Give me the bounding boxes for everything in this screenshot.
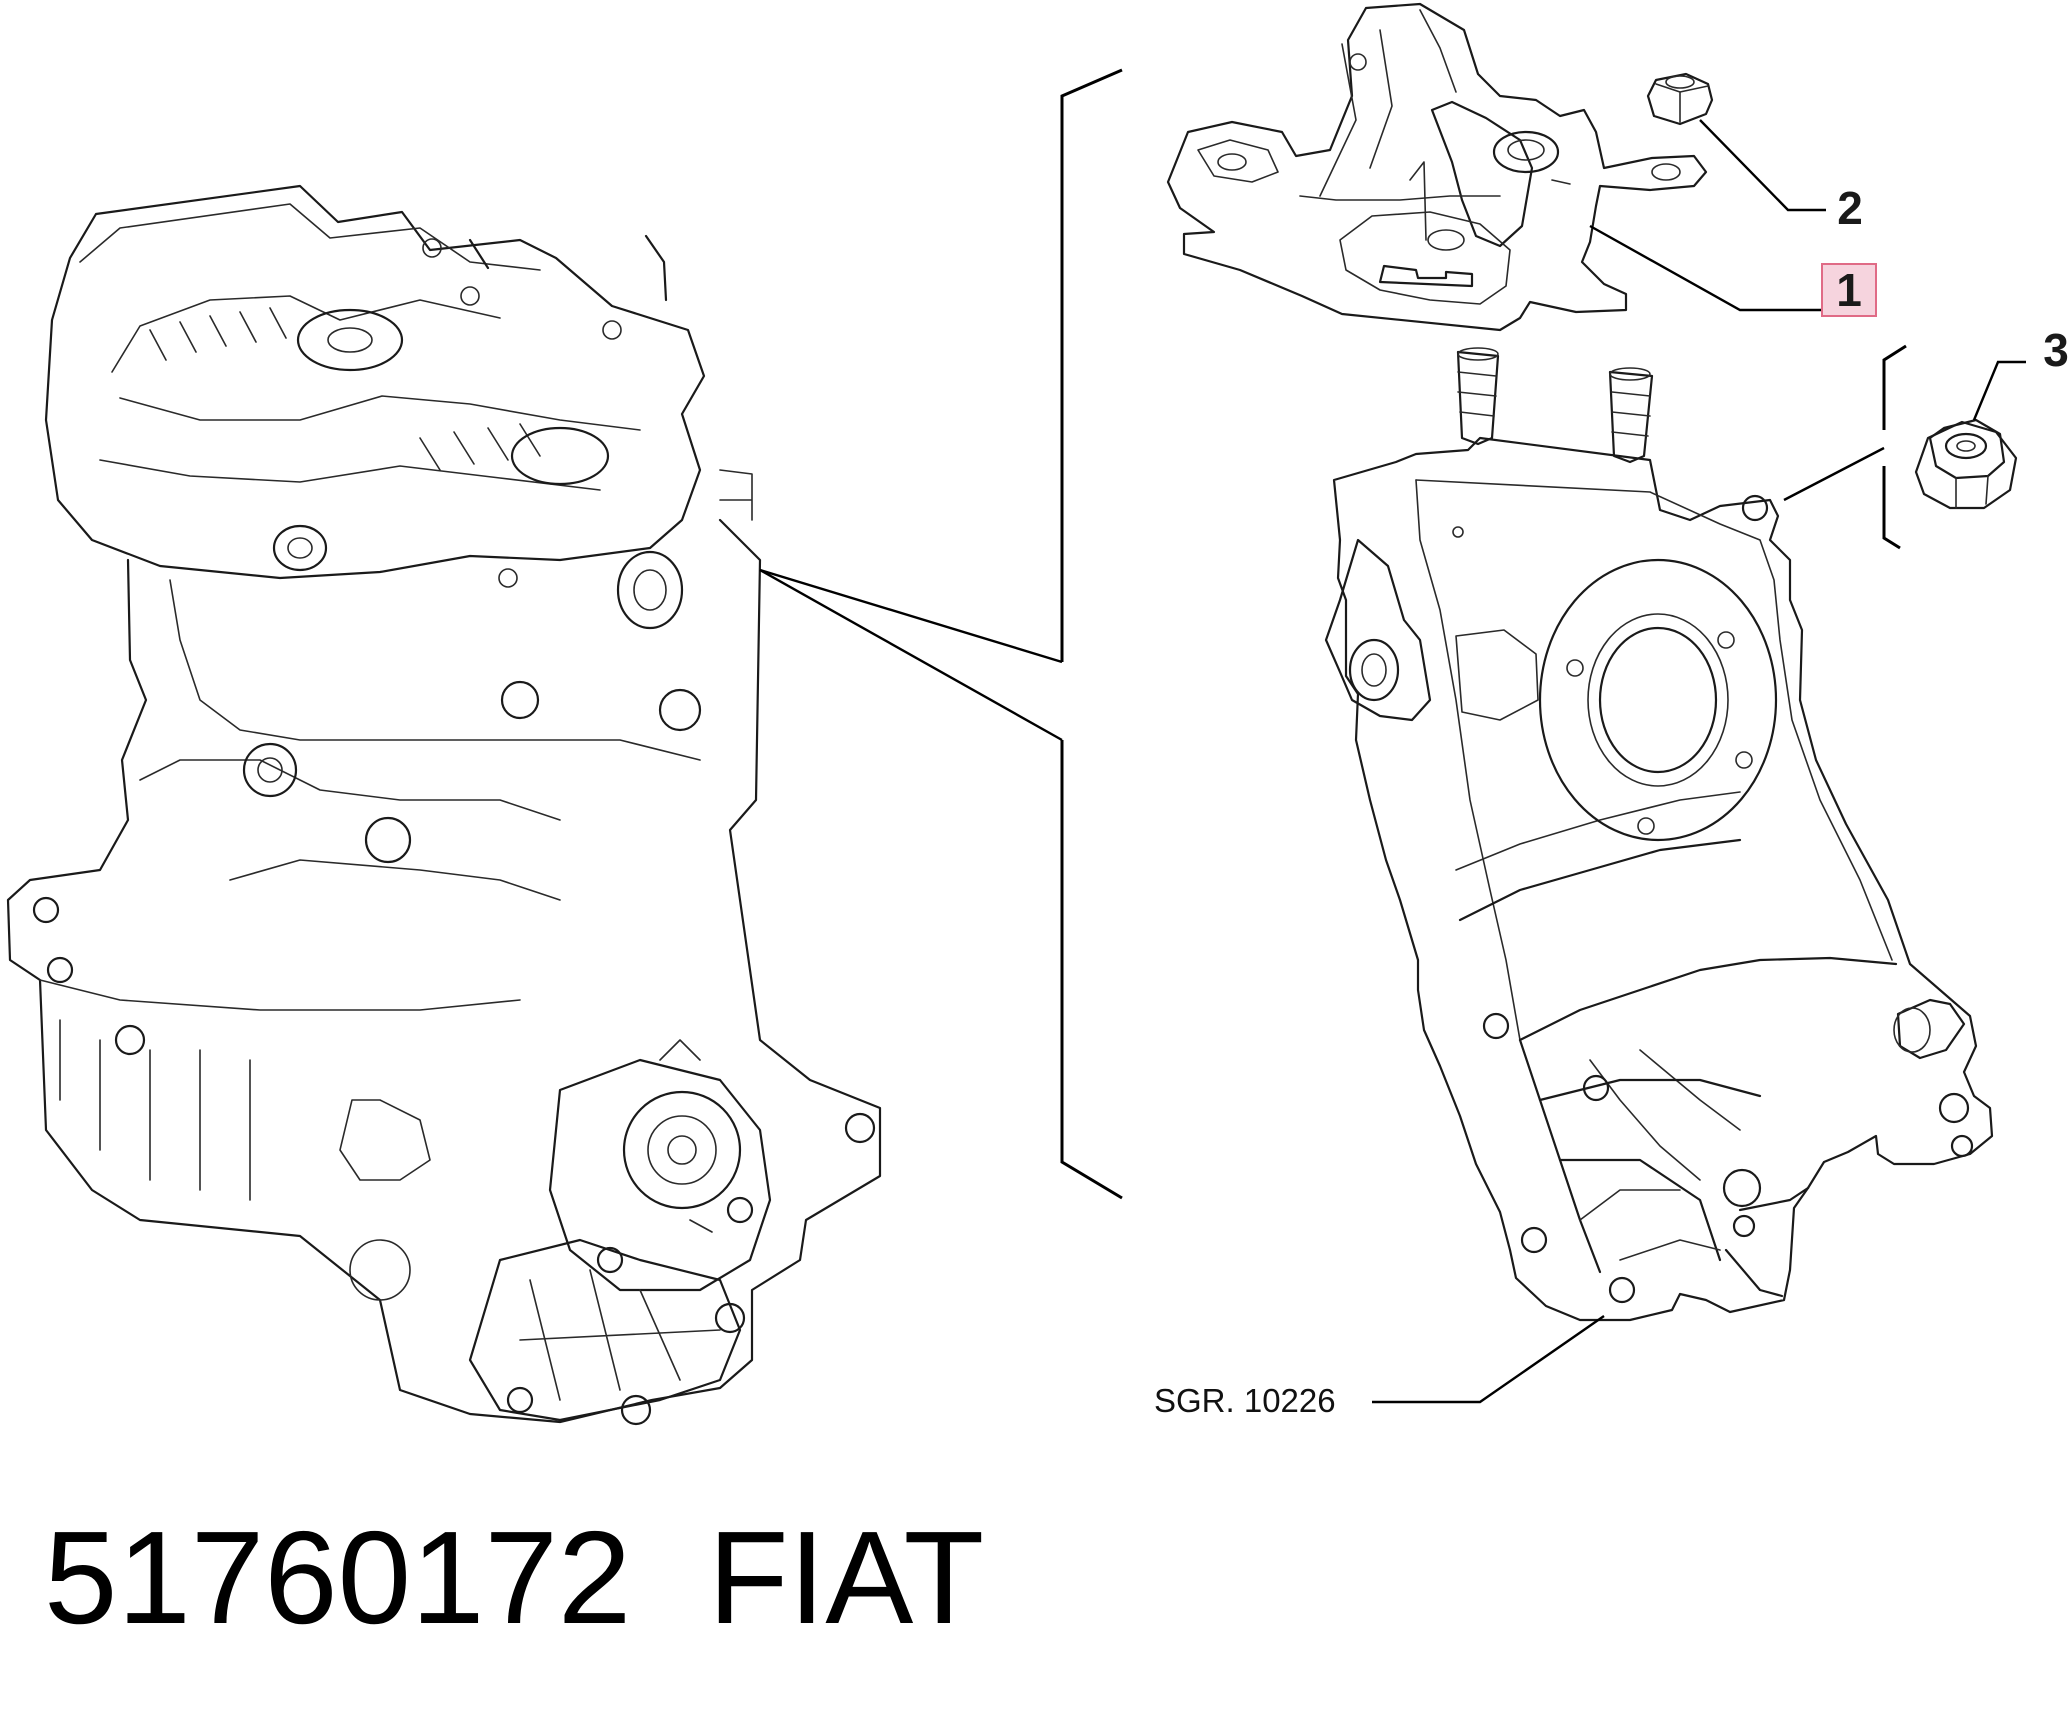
engine-mount-part-1 [1166, 2, 1708, 332]
nut-bracket [1783, 344, 1907, 550]
part-1-highlight-box [1821, 263, 1877, 317]
part-1-leader-line [1589, 224, 1824, 312]
gearbox-support-bracket [1324, 347, 1994, 1322]
exploded-view-bracket [759, 68, 1123, 1200]
callout-part-1: 1 [1836, 264, 1862, 316]
reference-label: SGR. 10226 [1154, 1382, 1336, 1419]
flange-nut-part-2 [1646, 72, 1826, 212]
callout-part-3: 3 [2043, 324, 2069, 376]
engine-assembly-drawing [6, 184, 882, 1426]
brand-name: FIAT [708, 1504, 985, 1651]
reference-leader-line [1372, 1315, 1605, 1404]
hex-nut-part-3 [1914, 360, 2026, 510]
callout-part-2: 2 [1837, 182, 1863, 234]
part-number: 51760172 [44, 1504, 632, 1651]
